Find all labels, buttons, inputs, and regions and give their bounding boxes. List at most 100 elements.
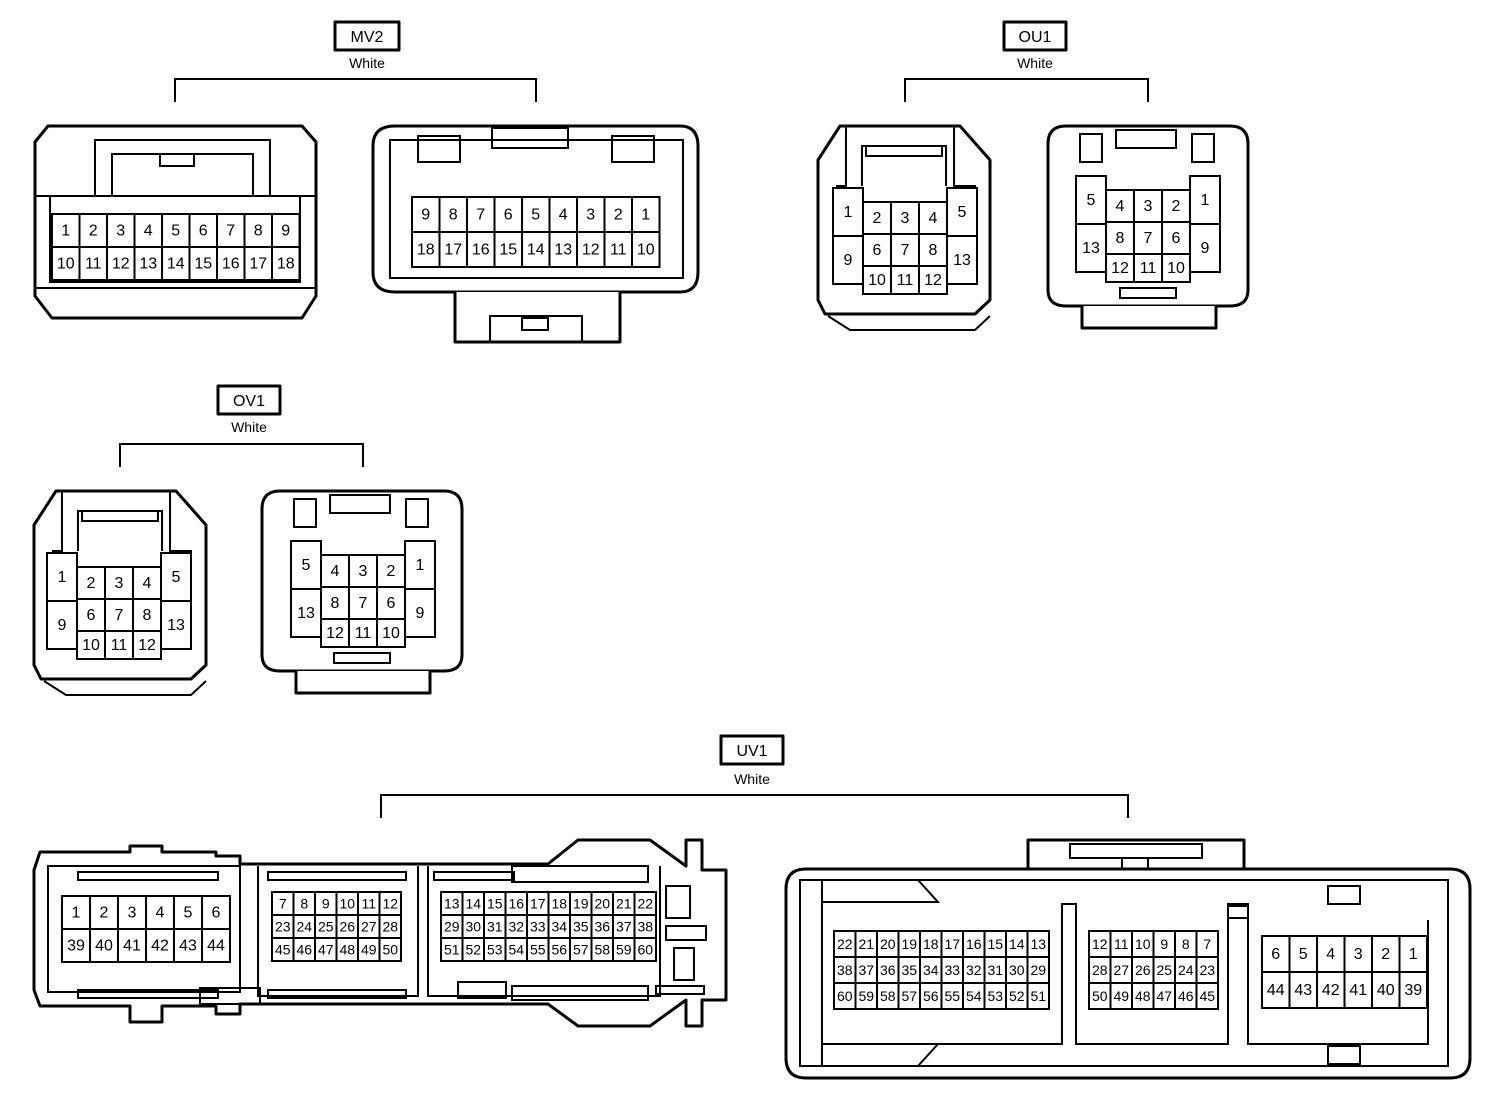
pin-number: 44 <box>207 938 225 955</box>
pin-number: 1 <box>1201 192 1210 209</box>
pin-cell <box>46 600 78 650</box>
pin-cell <box>145 928 175 963</box>
pin-number: 2 <box>100 905 109 922</box>
pin-number: 58 <box>594 942 610 958</box>
pin-number: 46 <box>296 942 312 958</box>
pin-cell <box>188 213 218 248</box>
pin-number: 13 <box>1030 936 1046 952</box>
pin-number: 30 <box>465 919 481 935</box>
pin-number: 2 <box>89 223 98 240</box>
pin-number: 9 <box>421 207 430 224</box>
pin-number: 3 <box>115 575 124 592</box>
pin-number: 35 <box>901 962 917 978</box>
pin-number: 7 <box>901 242 910 259</box>
pin-number: 13 <box>554 242 572 259</box>
pin-number: 50 <box>382 942 398 958</box>
pin-number: 21 <box>616 896 632 912</box>
pin-number: 12 <box>138 637 156 654</box>
pin-number: 13 <box>953 252 971 269</box>
pin-number: 32 <box>966 962 982 978</box>
pin-number: 18 <box>277 256 295 273</box>
pin-number: 15 <box>987 936 1003 952</box>
pin-number: 4 <box>559 207 568 224</box>
pin-number: 4 <box>156 905 165 922</box>
pin-number: 2 <box>87 575 96 592</box>
pin-number: 11 <box>610 242 627 259</box>
pin-number: 34 <box>923 962 939 978</box>
pin-number: 12 <box>582 242 600 259</box>
pin-number: 52 <box>465 942 481 958</box>
pin-number: 6 <box>1172 230 1181 247</box>
pin-number: 13 <box>1082 240 1100 257</box>
pin-number: 51 <box>444 942 460 958</box>
pin-cell <box>548 196 578 233</box>
pin-number: 5 <box>531 207 540 224</box>
pin-number: 11 <box>355 625 372 642</box>
pin-number: 6 <box>87 607 96 624</box>
pin-number: 51 <box>1030 988 1046 1004</box>
connector-id: OV1 <box>233 393 265 410</box>
pin-number: 7 <box>115 607 124 624</box>
pin-cell <box>216 246 246 281</box>
pin-number: 22 <box>837 936 853 952</box>
pin-number: 41 <box>1349 982 1367 999</box>
pin-number: 9 <box>416 605 425 622</box>
pin-number: 17 <box>249 256 267 273</box>
pin-cell <box>1075 223 1107 273</box>
pin-number: 15 <box>499 242 517 259</box>
pin-number: 9 <box>1201 240 1210 257</box>
pin-number: 7 <box>279 896 287 912</box>
pin-number: 19 <box>573 896 589 912</box>
pin-cell <box>832 235 864 285</box>
pin-cell <box>466 231 496 268</box>
connector-id-box <box>333 20 401 52</box>
pin-number: 14 <box>1009 936 1025 952</box>
pin-number: 60 <box>837 988 853 1004</box>
pin-number: 11 <box>361 896 376 912</box>
pin-number: 13 <box>139 256 157 273</box>
pin-number: 13 <box>297 605 315 622</box>
pin-number: 8 <box>449 207 458 224</box>
pin-number: 4 <box>331 563 340 580</box>
pin-number: 37 <box>858 962 874 978</box>
pin-number: 1 <box>61 223 70 240</box>
pin-number: 10 <box>339 896 355 912</box>
pin-number: 10 <box>637 242 655 259</box>
pin-cell <box>890 265 920 295</box>
pin-number: 8 <box>929 242 938 259</box>
pin-number: 56 <box>551 942 567 958</box>
pin-number: 9 <box>322 896 330 912</box>
pin-cell <box>411 231 441 268</box>
pin-number: 12 <box>1111 260 1129 277</box>
pin-number: 10 <box>1167 260 1185 277</box>
pin-number: 10 <box>1135 936 1151 952</box>
pin-number: 48 <box>339 942 355 958</box>
pin-number: 13 <box>444 896 460 912</box>
pin-number: 12 <box>1092 936 1108 952</box>
pin-number: 38 <box>837 962 853 978</box>
pin-cell <box>104 598 134 632</box>
pin-number: 39 <box>1404 982 1422 999</box>
pin-number: 13 <box>167 617 185 634</box>
pin-number: 38 <box>637 919 653 935</box>
pin-number: 37 <box>616 919 632 935</box>
pin-cell <box>132 630 162 660</box>
pin-number: 8 <box>331 595 340 612</box>
pin-number: 7 <box>359 595 368 612</box>
pin-number: 5 <box>172 569 181 586</box>
pin-number: 43 <box>179 938 197 955</box>
pin-cell <box>946 235 978 285</box>
pin-number: 4 <box>929 210 938 227</box>
pin-number: 6 <box>199 223 208 240</box>
pin-number: 60 <box>637 942 653 958</box>
pin-number: 20 <box>594 896 610 912</box>
pin-number: 10 <box>57 256 75 273</box>
pin-number: 28 <box>1092 962 1108 978</box>
pin-number: 4 <box>1326 946 1335 963</box>
pin-number: 1 <box>416 557 425 574</box>
